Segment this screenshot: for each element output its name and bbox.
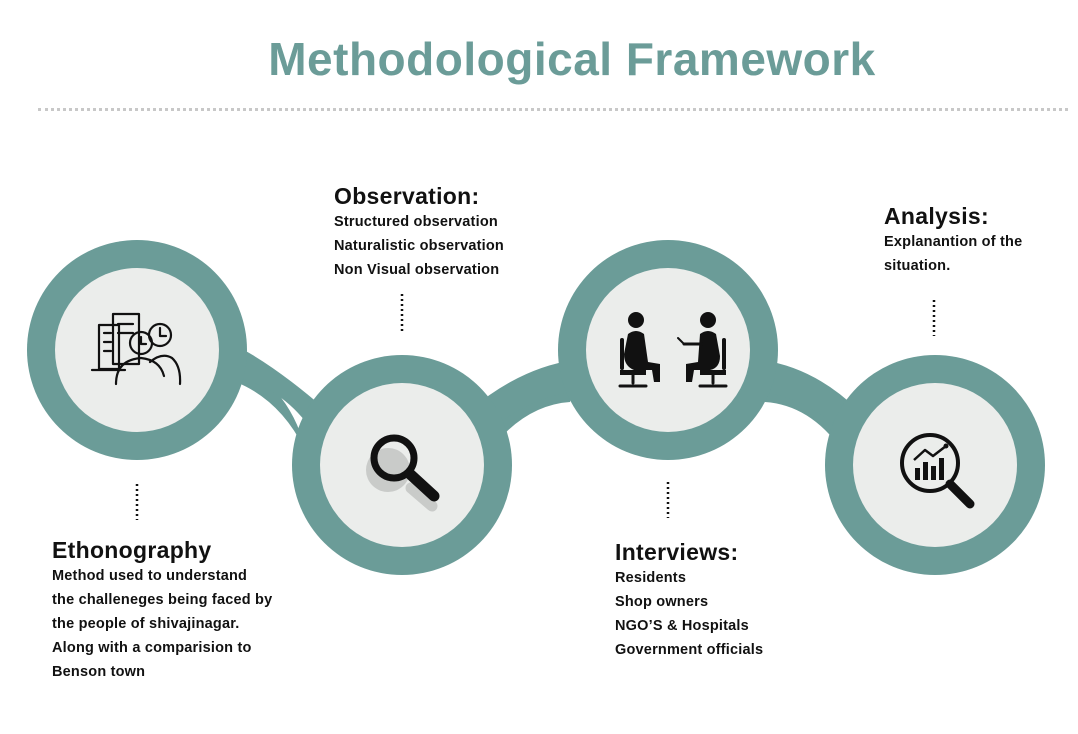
step-analysis-line: Explanantion of the [884, 234, 1023, 250]
step-observation-heading: Observation: [334, 183, 480, 209]
step-observation-text: Observation: Structured observation Natu… [334, 182, 504, 282]
step-interviews-line: Residents [615, 570, 687, 586]
step-interviews-line: Government officials [615, 642, 764, 658]
step-interviews-line: NGO’S & Hospitals [615, 618, 749, 634]
step-ethnography-line: the people of shivajinagar. [52, 616, 240, 632]
page-title: Methodological Framework [268, 33, 876, 85]
magnifier-icon [366, 434, 440, 512]
chart-magnifier-icon [900, 433, 975, 509]
step-ethnography-line: Method used to understand [52, 568, 248, 584]
dotted-leaders [135, 294, 936, 520]
step-ethnography-heading: Ethonography [52, 537, 212, 563]
step-analysis-text: Analysis: Explanantion of the situation. [884, 202, 1022, 278]
step-ethnography-text: Ethonography Method used to understand t… [52, 536, 272, 684]
step-analysis-line: situation. [884, 258, 951, 274]
step-analysis-node [825, 355, 1045, 575]
city-people-clock-icon [90, 312, 182, 386]
step-ethnography-node [27, 240, 247, 460]
step-ethnography-line: the challeneges being faced by [52, 592, 273, 608]
step-interviews-line: Shop owners [615, 594, 709, 610]
step-observation-line: Non Visual observation [334, 262, 500, 278]
step-ethnography-line: Benson town [52, 664, 146, 680]
step-interviews-node [558, 240, 778, 460]
interview-icon [618, 312, 728, 388]
step-interviews-heading: Interviews: [615, 539, 739, 565]
step-observation-line: Naturalistic observation [334, 238, 504, 254]
step-analysis-heading: Analysis: [884, 203, 989, 229]
step-interviews-text: Interviews: Residents Shop owners NGO’S … [615, 538, 763, 662]
step-observation-line: Structured observation [334, 214, 498, 230]
step-ethnography-line: Along with a comparision to [52, 640, 252, 656]
title-divider [38, 108, 1068, 111]
